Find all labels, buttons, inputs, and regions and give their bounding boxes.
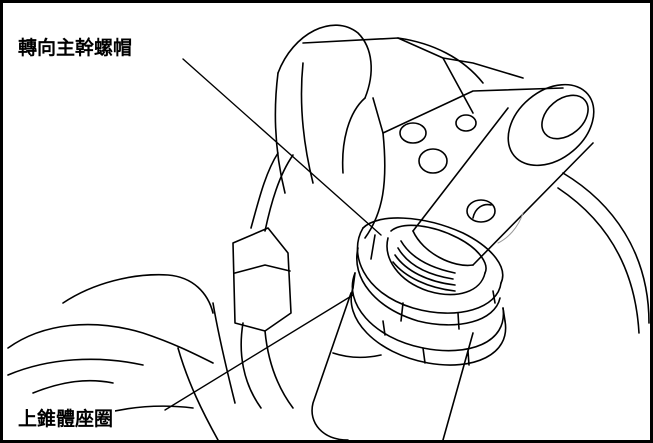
head-tube bbox=[311, 292, 474, 440]
upper-cone-race bbox=[350, 272, 507, 366]
threaded-stem bbox=[386, 224, 487, 296]
stem-shaft bbox=[412, 83, 595, 267]
steering-stem-nut bbox=[356, 217, 504, 330]
steering-head-illustration bbox=[7, 24, 650, 440]
label-upper-cone-race: 上錐體座圈 bbox=[16, 408, 116, 430]
leader-line-stem-nut bbox=[182, 58, 382, 236]
label-steering-stem-nut: 轉向主幹螺帽 bbox=[16, 37, 135, 59]
leader-line-cone-race bbox=[164, 294, 354, 411]
handlebar-bracket bbox=[274, 24, 564, 239]
brake-hose bbox=[232, 152, 294, 409]
cable bbox=[557, 172, 650, 334]
leader-lines bbox=[164, 58, 382, 411]
